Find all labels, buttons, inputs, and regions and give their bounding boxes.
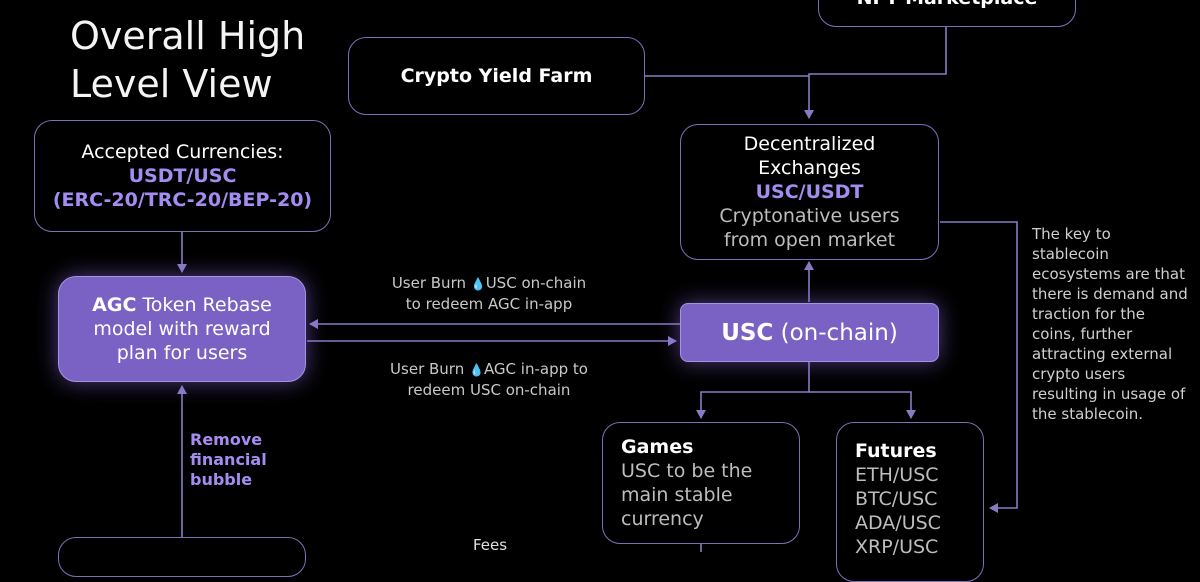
usc-onchain-box: USC (on-chain): [680, 303, 939, 362]
futures-pair: ETH/USC: [855, 464, 939, 486]
fees-label: Fees: [472, 536, 508, 554]
nft-marketplace-box: NFT Marketplace: [818, 0, 1076, 27]
games-line-2: main stable: [621, 484, 733, 506]
burn-agc-line-2: redeem USC on-chain: [407, 381, 571, 399]
burn-usc-line-1: User Burn 💧USC on-chain: [364, 273, 614, 294]
burn-usc-label: User Burn 💧USC on-chain to redeem AGC in…: [364, 273, 614, 314]
burn-agc-line-1: User Burn 💧AGC in-app to: [364, 359, 614, 380]
games-heading: Games: [621, 436, 694, 458]
agc-line-1-rest: Token Rebase: [136, 294, 272, 316]
futures-pair: BTC/USC: [855, 488, 938, 510]
agc-line-3: plan for users: [116, 342, 248, 364]
usc-rest: (on-chain): [773, 319, 898, 346]
currencies-standards: (ERC-20/TRC-20/BEP-20): [52, 189, 313, 211]
currencies-pair: USDT/USC: [128, 165, 237, 187]
burn-agc-prefix: User Burn: [390, 360, 469, 378]
burn-usc-prefix: User Burn: [391, 274, 471, 292]
accepted-currencies-box: Accepted Currencies: USDT/USC (ERC-20/TR…: [34, 120, 331, 232]
games-line-3: currency: [621, 508, 704, 530]
usc-bold: USC: [721, 319, 774, 346]
futures-heading: Futures: [855, 440, 937, 462]
usc-down-split: [696, 362, 810, 419]
burn-usc-line-1-rest: USC on-chain: [485, 274, 587, 292]
dex-line-2: Exchanges: [758, 157, 861, 179]
usc-onchain-label: USC (on-chain): [721, 320, 898, 346]
side-note: The key to stablecoin ecosystems are tha…: [1032, 225, 1188, 423]
title-line-1: Overall High: [70, 14, 306, 58]
agc-bold: AGC: [92, 294, 137, 316]
yield-farm-box: Crypto Yield Farm: [348, 37, 645, 115]
remove-bubble-label: Remove financial bubble: [190, 430, 280, 490]
nft-marketplace-label: NFT Marketplace: [857, 0, 1038, 9]
drop-icon: 💧: [468, 363, 484, 377]
agc-line-2: model with reward: [93, 318, 271, 340]
bottom-left-box: [58, 537, 306, 577]
dex-to-note-line: [940, 221, 1018, 513]
burn-agc-label: User Burn 💧AGC in-app to redeem USC on-c…: [364, 359, 614, 400]
burn-agc-line-1-rest: AGC in-app to: [483, 360, 588, 378]
dex-pair: USC/USDT: [755, 181, 864, 203]
remove-bubble-line-3: bubble: [190, 470, 253, 489]
agc-line-1: AGC Token Rebase: [92, 293, 272, 317]
drop-icon: 💧: [470, 277, 486, 291]
remove-bubble-line-2: financial: [190, 450, 267, 469]
usc-to-futures-arrow: [809, 391, 916, 419]
games-box: Games USC to be the main stable currency: [602, 422, 800, 544]
yield-farm-label: Crypto Yield Farm: [400, 65, 593, 87]
page-title: Overall High Level View: [70, 12, 305, 108]
remove-bubble-line-1: Remove: [190, 430, 263, 449]
dex-desc-1: Cryptonative users: [719, 205, 900, 227]
title-line-2: Level View: [70, 62, 273, 106]
dex-line-1: Decentralized: [743, 133, 876, 155]
connector-lines: [177, 26, 1018, 552]
futures-box: Futures ETH/USC BTC/USC ADA/USC XRP/USC: [836, 422, 984, 582]
futures-pair: XRP/USC: [855, 536, 939, 558]
games-line-1: USC to be the: [621, 460, 753, 482]
nft-to-dex-arrow: [804, 26, 947, 119]
dex-box: Decentralized Exchanges USC/USDT Crypton…: [680, 124, 939, 260]
agc-token-box: AGC Token Rebase model with reward plan …: [58, 276, 306, 382]
futures-pair: ADA/USC: [855, 512, 941, 534]
burn-usc-line-2: to redeem AGC in-app: [405, 295, 573, 313]
dex-desc-2: from open market: [723, 229, 896, 251]
currencies-heading: Accepted Currencies:: [81, 141, 284, 163]
